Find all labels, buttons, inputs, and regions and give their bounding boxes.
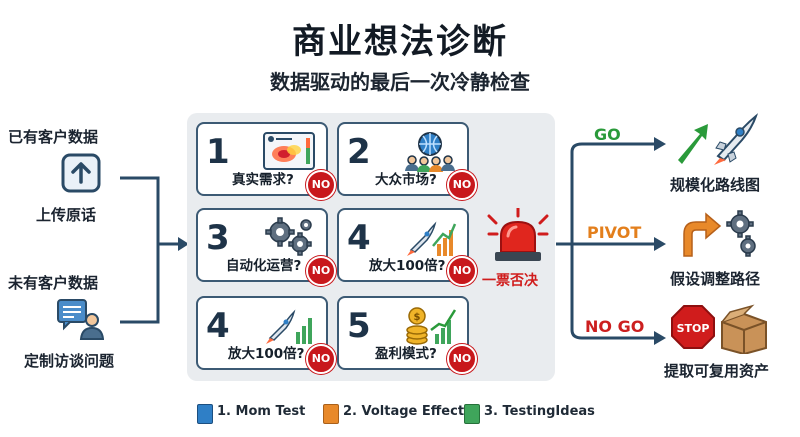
card-number: 1 — [206, 132, 230, 172]
coins-growth-icon: $ — [406, 307, 457, 345]
input-action-upload: 上传原话 — [36, 206, 97, 224]
input-heading-no-data: 未有客户数据 — [8, 274, 99, 292]
input-action-interview: 定制访谈问题 — [24, 352, 115, 370]
gears-icon — [265, 217, 312, 256]
diagnosis-card-scale-100x: 4 放大100倍? NO — [337, 208, 477, 286]
nogo-arrowhead — [654, 331, 666, 345]
nogo-branch — [570, 329, 654, 340]
legend-item-mom-test: 1. Mom Test — [197, 404, 305, 424]
go-branch — [570, 142, 654, 153]
outcome-go-result: 规模化路线图 — [670, 176, 761, 194]
card-number: 3 — [206, 218, 230, 258]
legend-item-voltage-effect: 2. Voltage Effect — [323, 404, 464, 424]
no-badge: NO — [447, 256, 477, 286]
book-icon — [197, 404, 213, 424]
legend-label: 3. TestingIdeas — [484, 404, 595, 419]
diagnosis-card-real-demand: 1 真实需求? NO — [196, 122, 336, 200]
input-connector-top — [120, 176, 178, 246]
card-question: 真实需求? — [232, 172, 294, 188]
rocket-arrow-icon — [678, 113, 759, 165]
no-badge: NO — [447, 344, 477, 374]
book-icon — [323, 404, 339, 424]
decision-pivot-label: PIVOT — [587, 223, 642, 242]
outcome-pivot-result: 假设调整路径 — [670, 270, 761, 288]
diagnosis-card-automation: 3 自动化运营? NO — [196, 208, 336, 286]
input-arrowhead — [178, 237, 189, 251]
input-connector-bottom — [120, 244, 160, 324]
card-question: 自动化运营? — [226, 258, 302, 274]
diagram-subtitle: 数据驱动的最后一次冷静检查 — [270, 70, 530, 94]
diagram-title: 商业想法诊断 — [292, 22, 508, 62]
legend-label: 1. Mom Test — [217, 404, 306, 419]
card-number: 4 — [347, 218, 371, 258]
diagnosis-card-scale-100x-repeat: 4 放大100倍? NO — [196, 296, 336, 374]
rocket-growth-icon — [266, 309, 312, 344]
no-badge: NO — [447, 170, 477, 200]
decision-go-label: GO — [594, 125, 621, 144]
book-icon — [464, 404, 480, 424]
card-number: 2 — [347, 132, 371, 172]
outcome-nogo-result: 提取可复用资产 — [664, 362, 770, 380]
card-number: 5 — [347, 306, 371, 346]
decision-nogo-label: NO GO — [585, 317, 645, 336]
no-badge: NO — [306, 256, 336, 286]
globe-audience-icon — [405, 132, 455, 172]
no-badge: NO — [306, 344, 336, 374]
card-question: 大众市场? — [375, 172, 437, 188]
alarm-siren-icon — [487, 208, 549, 261]
input-heading-has-data: 已有客户数据 — [8, 128, 99, 146]
legend-label: 2. Voltage Effect — [343, 404, 465, 419]
diagnosis-card-profit-model: 5 $ 盈利模式? NO — [337, 296, 477, 374]
go-arrowhead — [654, 137, 666, 151]
svg-text:$: $ — [414, 312, 421, 323]
turn-gears-icon — [683, 210, 756, 257]
veto-label: 一票否决 — [482, 273, 538, 289]
card-question: 放大100倍? — [228, 346, 305, 362]
rocket-growth-icon — [407, 221, 457, 256]
card-number: 4 — [206, 306, 230, 346]
heatmap-chart-icon — [263, 132, 315, 170]
upload-icon — [61, 153, 101, 193]
interview-icon — [57, 299, 104, 340]
stop-box-icon: STOP — [671, 304, 767, 354]
no-badge: NO — [306, 170, 336, 200]
svg-text:STOP: STOP — [677, 322, 710, 335]
diagnosis-card-mass-market: 2 大众市场? NO — [337, 122, 477, 200]
pivot-arrowhead — [654, 237, 666, 251]
legend-item-testing-ideas: 3. TestingIdeas — [464, 404, 595, 424]
card-question: 盈利模式? — [375, 346, 437, 362]
card-question: 放大100倍? — [369, 258, 446, 274]
